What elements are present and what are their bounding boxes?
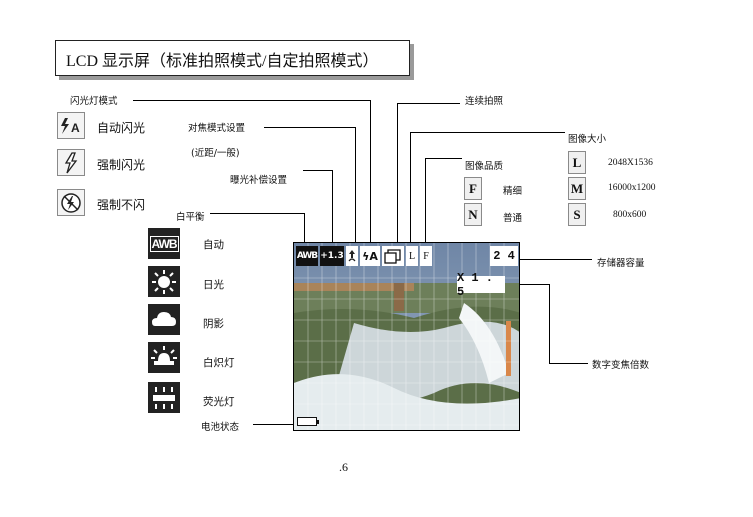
cloud-icon [148,304,180,335]
lcd-size-icon: L [406,246,418,266]
flash-leader-v [370,100,371,243]
svg-text:A: A [71,121,80,135]
focus-mode-sub-label: (近距/一般) [191,148,240,159]
flash-forced-label: 强制闪光 [97,158,146,172]
size-small-label: 800x600 [613,210,647,220]
wb-leader-v [304,213,305,243]
flash-mode-label: 闪光灯模式 [70,96,118,107]
size-small-icon: S [568,203,586,226]
image-size-label: 图像大小 [568,134,607,145]
fluorescent-icon [148,382,180,413]
flash-off-label: 强制不闪 [97,198,146,212]
focus-mode-label: 对焦模式设置 [188,123,246,134]
page-title: LCD 显示屏（标准拍照模式/自定拍照模式） [66,53,379,70]
storage-leader-h [518,259,592,260]
wb-shade-label: 阴影 [203,318,224,330]
size-leader-v [410,132,411,243]
lcd-continuous-icon [382,246,404,266]
zoom-leader-h [502,284,550,285]
continuous-leader-v [397,103,398,243]
focus-leader-v [355,127,356,243]
storage-label: 存储器容量 [597,258,645,269]
awb-icon: AWB [148,228,180,259]
quality-normal-label: 普通 [503,213,523,224]
wb-incandescent-label: 白炽灯 [203,357,235,369]
wb-daylight-label: 日光 [203,279,224,291]
lcd-quality-icon: F [420,246,432,266]
incandescent-icon [148,342,180,373]
focus-leader-h [264,127,355,128]
zoom-leader-v [549,284,550,363]
quality-fine-label: 精细 [503,186,523,197]
battery-leader-h [253,424,293,425]
size-leader-h [410,132,565,133]
wb-fluorescent-label: 荧光灯 [203,396,235,408]
lcd-awb-icon: AWB [296,246,318,266]
zoom-label: 数字变焦倍数 [592,360,650,371]
lcd-battery-icon [297,417,317,426]
image-quality-label: 图像品质 [465,161,504,172]
continuous-leader-h [397,103,460,104]
lcd-screen: AWB +1.3 ϟA L F 2 4 X 1 . 5 [293,242,520,431]
ev-leader-h [303,170,332,171]
lcd-zoom-readout: X 1 . 5 [457,271,505,299]
lcd-photo [294,243,519,430]
quality-leader-h [425,158,462,159]
exposure-label: 曝光补偿设置 [230,175,288,186]
flash-leader-h [133,100,370,101]
white-balance-label: 白平衡 [176,212,205,223]
title-box [55,40,410,76]
quality-fine-icon: F [464,177,482,200]
page-number: .6 [339,460,348,474]
lcd-battery-tip [317,420,319,424]
flash-off-icon [57,189,85,216]
lcd-shot-count: 2 4 [490,246,518,266]
flash-forced-icon [57,149,85,176]
battery-label: 电池状态 [201,422,240,433]
flash-auto-label: 自动闪光 [97,121,146,135]
ev-leader-v [332,170,333,243]
size-large-icon: L [568,151,586,174]
quality-leader-v [425,158,426,243]
quality-normal-icon: N [464,203,482,226]
size-medium-icon: M [568,177,586,200]
lcd-focus-icon [346,246,358,266]
wb-auto-label: 自动 [203,239,224,251]
zoom-leader-h2 [549,363,588,364]
size-medium-label: 16000x1200 [608,183,656,193]
lcd-ev-icon: +1.3 [320,246,344,266]
flash-auto-icon: A [57,112,85,139]
wb-leader-h [210,213,304,214]
size-large-label: 2048X1536 [608,158,653,168]
lcd-flash-icon: ϟA [360,246,380,266]
sun-icon [148,266,180,297]
continuous-label: 连续拍照 [465,96,504,107]
